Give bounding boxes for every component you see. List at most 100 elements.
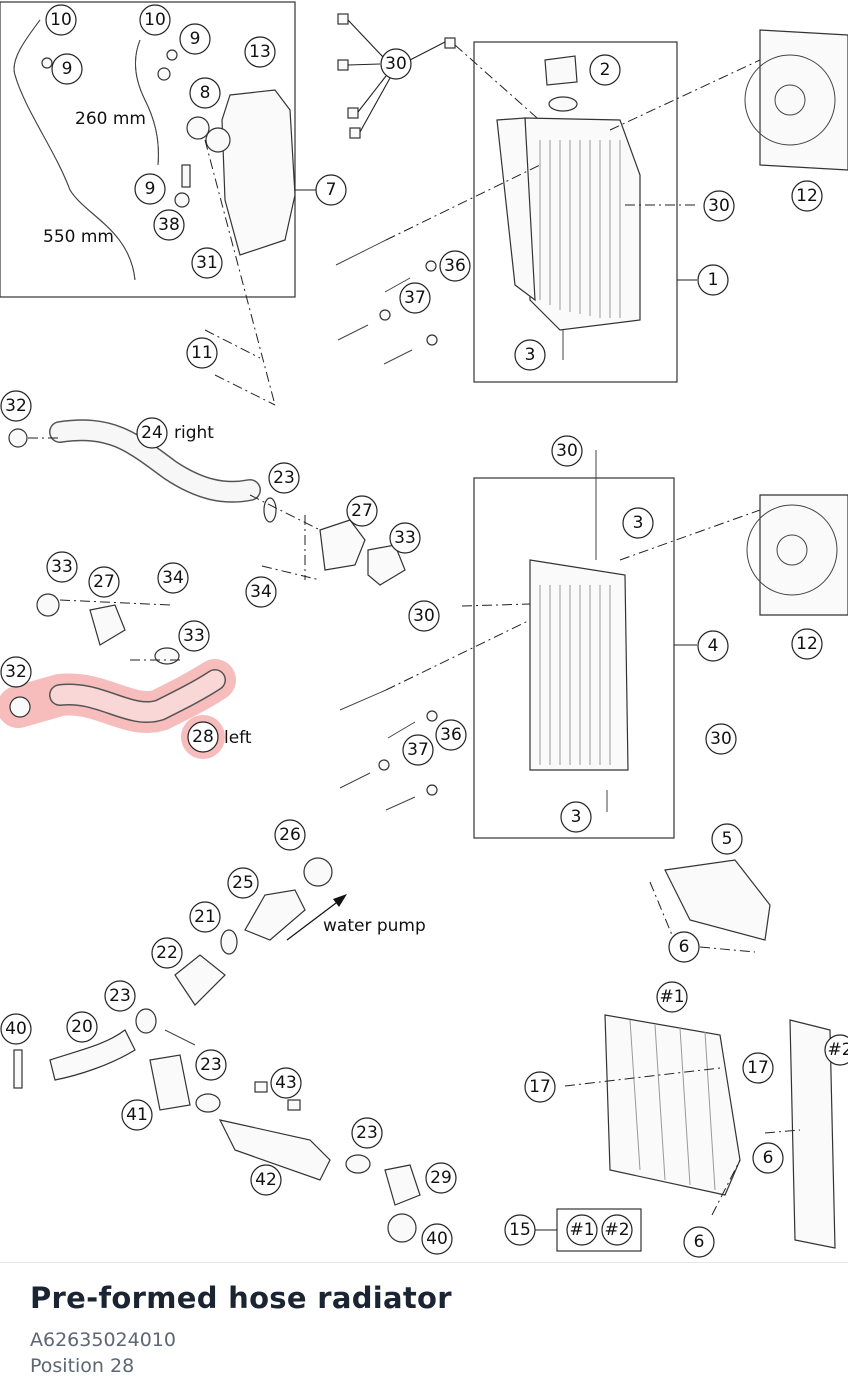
callout-29[interactable]: 29	[425, 1162, 457, 1194]
callout-32b[interactable]: 32	[0, 656, 32, 688]
callout-1[interactable]: 1	[697, 264, 729, 296]
callout-9b[interactable]: 9	[179, 23, 211, 55]
callout-4[interactable]: 4	[697, 630, 729, 662]
callout-30b[interactable]: 30	[703, 190, 735, 222]
callout-32[interactable]: 32	[0, 390, 32, 422]
svg-text:3: 3	[525, 345, 536, 365]
radiator-right-shroud	[496, 117, 536, 302]
part-position: Position 28	[30, 1355, 135, 1377]
callout-36b[interactable]: 36	[435, 719, 467, 751]
svg-text:41: 41	[126, 1105, 148, 1125]
clamp-26	[303, 857, 333, 887]
radiator-right-fins	[539, 140, 621, 318]
svg-text:12: 12	[796, 186, 818, 206]
washer-36c	[426, 334, 438, 346]
callout-3[interactable]: 3	[514, 339, 546, 371]
callout-27b[interactable]: 27	[88, 566, 120, 598]
callout-12b[interactable]: 12	[791, 628, 823, 660]
callout-15[interactable]: 15	[504, 1214, 536, 1246]
svg-text:12: 12	[796, 634, 818, 654]
callout-13[interactable]: 13	[244, 36, 276, 68]
callout-22[interactable]: 22	[151, 937, 183, 969]
washer-36	[425, 260, 437, 272]
callout-3c[interactable]: 3	[560, 801, 592, 833]
leader-30-c	[357, 75, 387, 113]
fan-bottom	[746, 494, 848, 616]
callout-37b[interactable]: 37	[402, 734, 434, 766]
callout-37[interactable]: 37	[399, 282, 431, 314]
callout-40b[interactable]: 40	[421, 1223, 453, 1255]
svg-text:23: 23	[200, 1055, 222, 1075]
mount-line-30e	[454, 44, 546, 126]
callout-33[interactable]: 33	[389, 522, 421, 554]
hose-260mm-outline	[135, 39, 159, 166]
callout-8[interactable]: 8	[189, 77, 221, 109]
callout-21[interactable]: 21	[189, 901, 221, 933]
callout-17b[interactable]: 17	[742, 1052, 774, 1084]
svg-text:36: 36	[444, 256, 466, 276]
svg-text:42: 42	[255, 1170, 277, 1190]
thermostat-33-left	[36, 593, 60, 617]
callout-42[interactable]: 42	[250, 1164, 282, 1196]
grill-5	[664, 859, 771, 941]
callout-6b[interactable]: 6	[752, 1142, 784, 1174]
callout-30d[interactable]: 30	[408, 600, 440, 632]
callout-41[interactable]: 41	[121, 1099, 153, 1131]
callout-40[interactable]: 40	[0, 1013, 32, 1045]
callout-36[interactable]: 36	[439, 250, 471, 282]
callout-30c[interactable]: 30	[551, 435, 583, 467]
svg-text:4: 4	[708, 636, 719, 656]
callout-27[interactable]: 27	[346, 495, 378, 527]
callout-7[interactable]: 7	[315, 174, 347, 206]
callout-31[interactable]: 31	[191, 247, 223, 279]
callout-28[interactable]: 28	[187, 721, 219, 753]
callout-2[interactable]: 2	[589, 54, 621, 86]
callout-10[interactable]: 10	[45, 4, 77, 36]
callout-6c[interactable]: 6	[683, 1226, 715, 1258]
svg-text:7: 7	[326, 180, 337, 200]
svg-text:34: 34	[162, 568, 184, 588]
svg-text:33: 33	[183, 626, 205, 646]
callout-17[interactable]: 17	[524, 1071, 556, 1103]
callout-34b[interactable]: 34	[245, 576, 277, 608]
callout-30[interactable]: 30	[380, 48, 412, 80]
callout-23c[interactable]: 23	[195, 1049, 227, 1081]
clip-30e	[444, 37, 456, 49]
svg-text:26: 26	[279, 825, 301, 845]
callout-24[interactable]: 24	[136, 417, 168, 449]
callout-33b[interactable]: 33	[46, 551, 78, 583]
callout-kit2-edge[interactable]: #2	[824, 1034, 848, 1066]
callout-kit1-top[interactable]: #1	[656, 981, 688, 1013]
callout-11[interactable]: 11	[186, 337, 218, 369]
svg-text:27: 27	[351, 501, 373, 521]
callout-9[interactable]: 9	[51, 53, 83, 85]
callout-10b[interactable]: 10	[139, 4, 171, 36]
callout-30e[interactable]: 30	[705, 723, 737, 755]
svg-text:30: 30	[708, 196, 730, 216]
callout-kit1[interactable]: #1	[566, 1214, 598, 1246]
callout-20[interactable]: 20	[66, 1011, 98, 1043]
callout-23[interactable]: 23	[268, 462, 300, 494]
callout-6[interactable]: 6	[668, 931, 700, 963]
svg-text:11: 11	[191, 343, 213, 363]
callout-kit2[interactable]: #2	[601, 1214, 633, 1246]
callout-12[interactable]: 12	[791, 180, 823, 212]
water-pump-arrow	[286, 899, 341, 941]
svg-text:3: 3	[633, 513, 644, 533]
callout-26[interactable]: 26	[274, 819, 306, 851]
callout-9c[interactable]: 9	[134, 173, 166, 205]
shroud-bolt-line	[564, 1067, 721, 1087]
callout-25[interactable]: 25	[227, 867, 259, 899]
callout-38[interactable]: 38	[153, 209, 185, 241]
callout-5[interactable]: 5	[711, 823, 743, 855]
thermostat-housing-27	[319, 519, 366, 571]
washer-mid-b	[378, 759, 390, 771]
callout-23b[interactable]: 23	[104, 980, 136, 1012]
callout-23d[interactable]: 23	[351, 1117, 383, 1149]
callout-34[interactable]: 34	[157, 562, 189, 594]
callout-33c[interactable]: 33	[178, 620, 210, 652]
pipe-42	[218, 1119, 331, 1181]
svg-text:24: 24	[141, 423, 163, 443]
callout-43[interactable]: 43	[270, 1067, 302, 1099]
callout-3b[interactable]: 3	[622, 507, 654, 539]
